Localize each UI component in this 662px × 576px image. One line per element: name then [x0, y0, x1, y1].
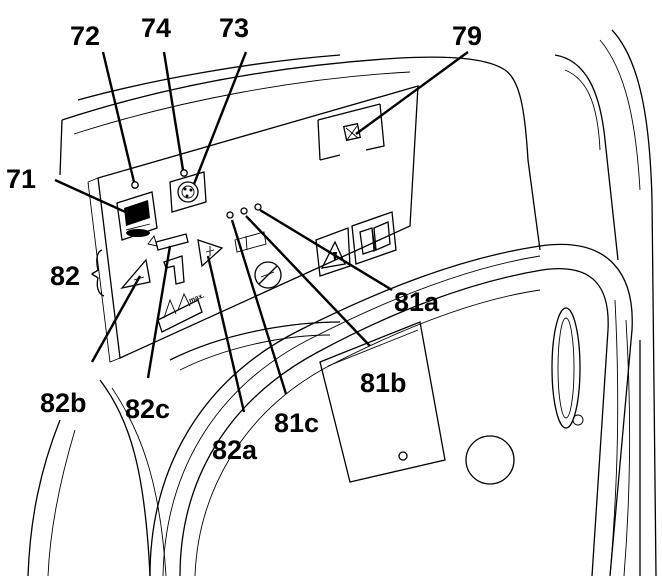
handle-bar [149, 243, 633, 576]
callout-82b: 82b [40, 388, 87, 418]
leader-74 [162, 51, 185, 171]
max-label: max. [188, 292, 205, 304]
callout-71: 71 [6, 164, 36, 194]
max-pictogram: max. [157, 292, 206, 333]
indicator-light-72 [131, 181, 139, 189]
callout-81c: 81c [274, 408, 319, 438]
leader-81c [230, 219, 288, 395]
leader-82c [146, 245, 172, 379]
control-panel [87, 85, 419, 363]
hanging-plate [319, 321, 446, 483]
callout-82: 82 [50, 261, 80, 291]
leader-72 [101, 51, 136, 183]
leader-lines [54, 51, 469, 413]
leader-82b [90, 275, 142, 363]
leader-73 [192, 51, 248, 185]
callout-82c: 82c [125, 394, 170, 424]
button-82a-plus [197, 239, 224, 268]
connector-73 [169, 171, 207, 213]
bracket-82 [91, 249, 105, 297]
leader-81b [245, 215, 371, 347]
no-smoking-symbol [254, 261, 282, 289]
callout-labels: 71 72 74 73 79 82 82b 82c 82a 81c 81b 81… [6, 13, 482, 465]
leader-82a [206, 255, 246, 413]
switch-71 [116, 191, 158, 241]
leader-79 [355, 51, 469, 135]
callout-81a: 81a [394, 287, 440, 317]
callout-74: 74 [141, 13, 171, 43]
callout-82a: 82a [212, 435, 258, 465]
leds-81 [226, 203, 267, 253]
callout-73: 73 [219, 13, 249, 43]
warning-labels [315, 211, 397, 277]
callout-81b: 81b [360, 368, 407, 398]
leader-81a [259, 208, 393, 292]
leader-71 [54, 178, 133, 217]
callout-72: 72 [70, 21, 100, 51]
sticker-79 [317, 103, 385, 161]
indicator-light-74 [180, 169, 188, 177]
callout-79: 79 [452, 21, 482, 51]
machine-housing [27, 29, 657, 576]
